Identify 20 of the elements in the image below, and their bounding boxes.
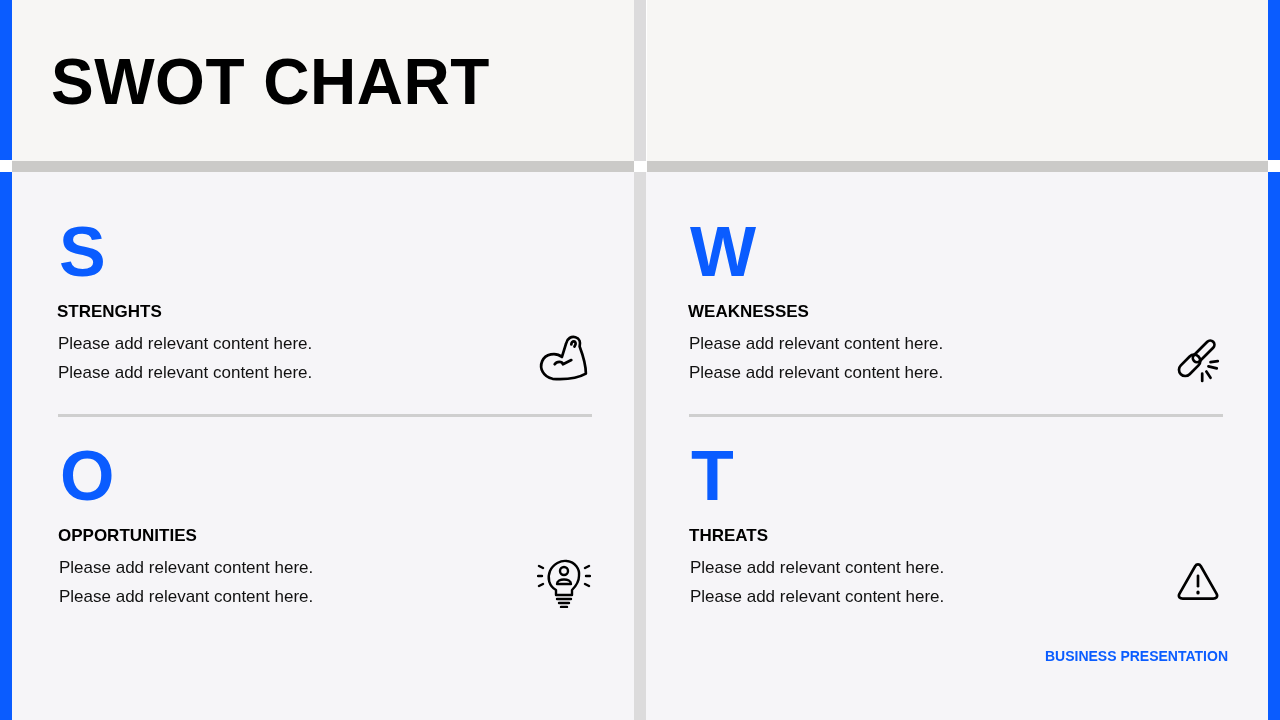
body-text: Please add relevant content here.	[58, 362, 313, 384]
quadrant-letter: S	[59, 212, 106, 292]
body-text: Please add relevant content here.	[690, 557, 945, 579]
body-text: Please add relevant content here.	[689, 362, 944, 384]
body-text: Please add relevant content here.	[59, 586, 314, 608]
content-panel	[646, 172, 1268, 720]
section-heading: THREATS	[689, 525, 768, 547]
quadrant-letter: W	[690, 212, 757, 292]
quadrant-letter: T	[691, 436, 734, 516]
body-text: Please add relevant content here.	[59, 557, 314, 579]
content-panel	[12, 172, 634, 720]
body-text: Please add relevant content here.	[689, 333, 944, 355]
quadrant-letter: O	[60, 436, 115, 516]
section-heading: OPPORTUNITIES	[58, 525, 197, 547]
section-heading: STRENGHTS	[57, 301, 162, 323]
title: SWOT CHART	[51, 45, 490, 118]
body-text: Please add relevant content here.	[58, 333, 313, 355]
footer-text: BUSINESS PRESENTATION	[1044, 647, 1228, 665]
section-heading: WEAKNESSES	[688, 301, 809, 323]
body-text: Please add relevant content here.	[690, 586, 945, 608]
